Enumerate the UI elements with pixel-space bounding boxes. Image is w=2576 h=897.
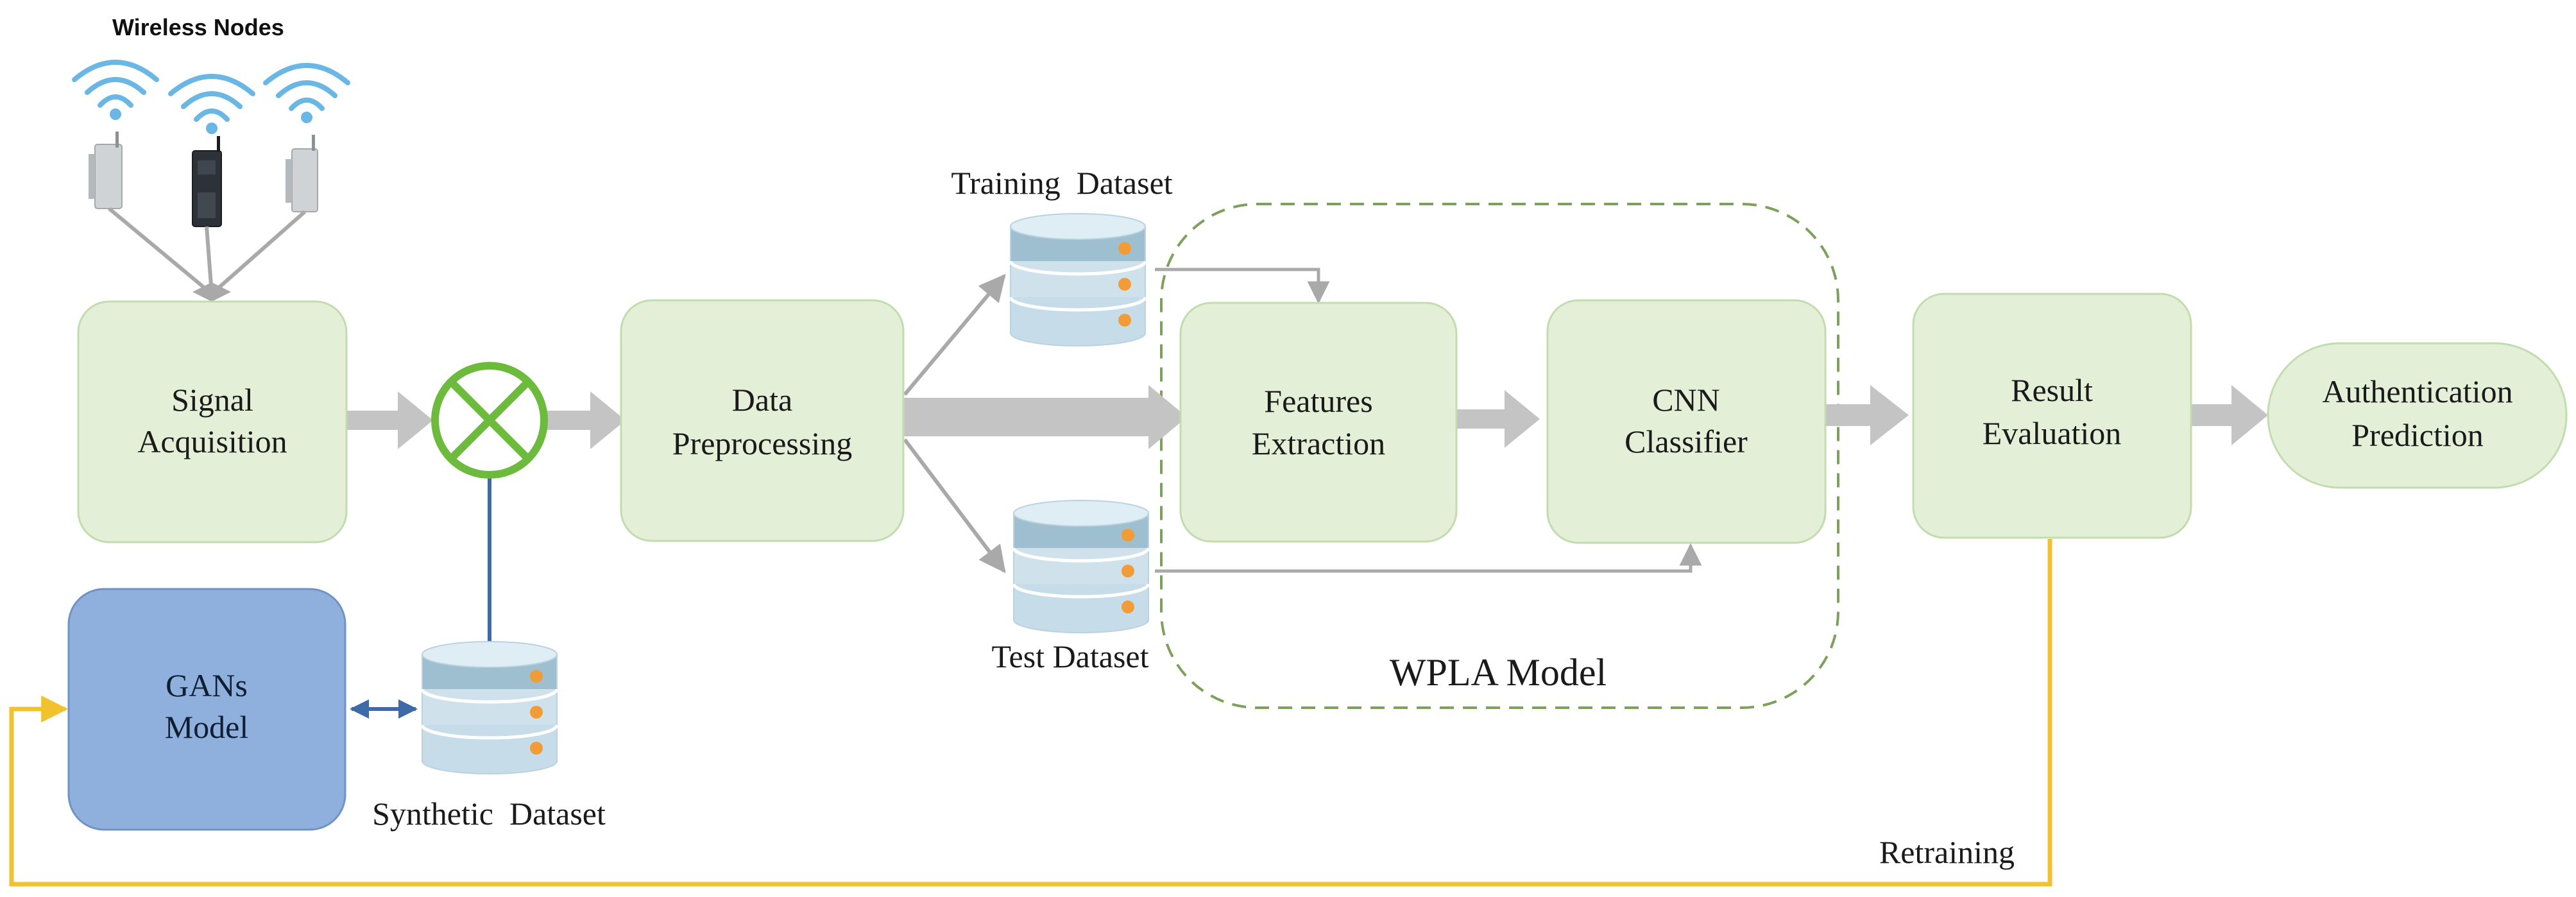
synthetic-dataset-label: Synthetic Dataset — [372, 796, 606, 832]
signal-acquisition-box: Signal Acquisition — [77, 300, 348, 543]
gans-model-box: GANs Model — [67, 588, 346, 831]
arrow-cnn-to-result — [1825, 385, 1909, 445]
arrow-result-to-auth — [2191, 385, 2268, 445]
signal-acquisition-label-2: Acquisition — [137, 423, 287, 459]
test-dataset-label: Test Dataset — [991, 638, 1148, 674]
gans-model-label-1: GANs — [166, 667, 248, 703]
result-evaluation-box: Result Evaluation — [1912, 293, 2192, 539]
database-icon — [1014, 500, 1148, 633]
retraining-loop-line — [9, 539, 2052, 887]
line-data-to-training — [903, 273, 1006, 396]
database-icon — [422, 642, 557, 774]
wifi-icon — [171, 76, 253, 134]
line-data-to-test — [903, 438, 1006, 574]
arrow-signal-to-mixer — [346, 391, 433, 449]
cnn-classifier-box: CNN Classifier — [1546, 299, 1827, 544]
test-dataset: Test Dataset — [991, 500, 1148, 674]
wireless-nodes: Wireless Nodes — [74, 14, 348, 302]
features-extraction-label-2: Extraction — [1252, 425, 1385, 461]
wpla-model-region — [1160, 203, 1839, 709]
wifi-icon — [74, 62, 157, 120]
wifi-icon — [266, 65, 348, 123]
arrow-features-to-cnn — [1456, 390, 1540, 448]
data-preprocessing-label-1: Data — [732, 382, 792, 418]
wireless-node-right — [266, 65, 348, 212]
result-evaluation-label-1: Result — [2011, 372, 2093, 408]
signal-acquisition-label-1: Signal — [171, 382, 253, 418]
wireless-node-left — [74, 62, 157, 209]
line-test-to-cnn — [1155, 543, 1702, 573]
cnn-classifier-label-2: Classifier — [1625, 423, 1748, 459]
features-extraction-box: Features Extraction — [1179, 302, 1458, 543]
database-icon — [1011, 214, 1145, 346]
combine-mixer-icon — [431, 362, 548, 479]
authentication-prediction-node: Authentication Prediction — [2267, 342, 2568, 489]
arrow-data-to-features — [903, 385, 1187, 449]
wireless-nodes-title: Wireless Nodes — [112, 14, 284, 40]
result-evaluation-label-2: Evaluation — [1983, 415, 2122, 451]
retraining-label: Retraining — [1879, 834, 2015, 870]
features-extraction-label-1: Features — [1264, 383, 1372, 419]
data-preprocessing-box: Data Preprocessing — [620, 299, 905, 542]
line-training-to-features — [1155, 268, 1330, 304]
arrow-mixer-to-data — [547, 391, 626, 449]
training-dataset: Training Dataset — [951, 165, 1173, 346]
authentication-prediction-label-1: Authentication — [2322, 373, 2512, 409]
training-dataset-label: Training Dataset — [951, 165, 1172, 201]
wpla-model-label: WPLA Model — [1390, 651, 1607, 694]
synthetic-dataset: Synthetic Dataset — [372, 642, 606, 832]
data-preprocessing-label-2: Preprocessing — [672, 425, 853, 461]
cnn-classifier-label-1: CNN — [1652, 382, 1720, 418]
authentication-prediction-label-2: Prediction — [2351, 417, 2484, 453]
wireless-node-middle — [171, 76, 253, 227]
gans-model-label-2: Model — [165, 709, 249, 745]
